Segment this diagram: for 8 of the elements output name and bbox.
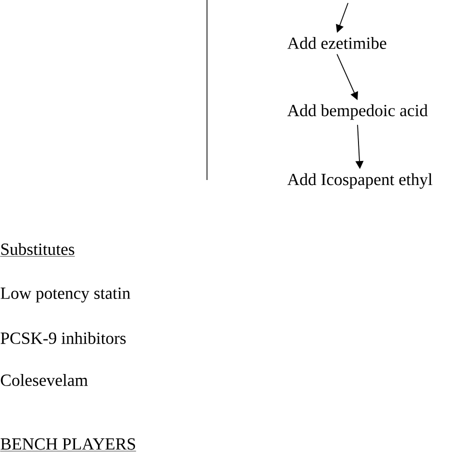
list-item: PCSK-9 inhibitors — [0, 332, 126, 344]
section-heading: Substitutes — [0, 243, 76, 257]
list-item: Low potency statin — [0, 288, 130, 302]
section-heading: BENCH PLAYERS — [0, 438, 136, 452]
step-text: Add bempedoic acid — [287, 104, 428, 120]
step-text: Add ezetimibe — [287, 37, 386, 49]
step-text: Add Icospapent ethyl — [287, 173, 432, 189]
list-item: Colesevelam — [0, 374, 88, 386]
